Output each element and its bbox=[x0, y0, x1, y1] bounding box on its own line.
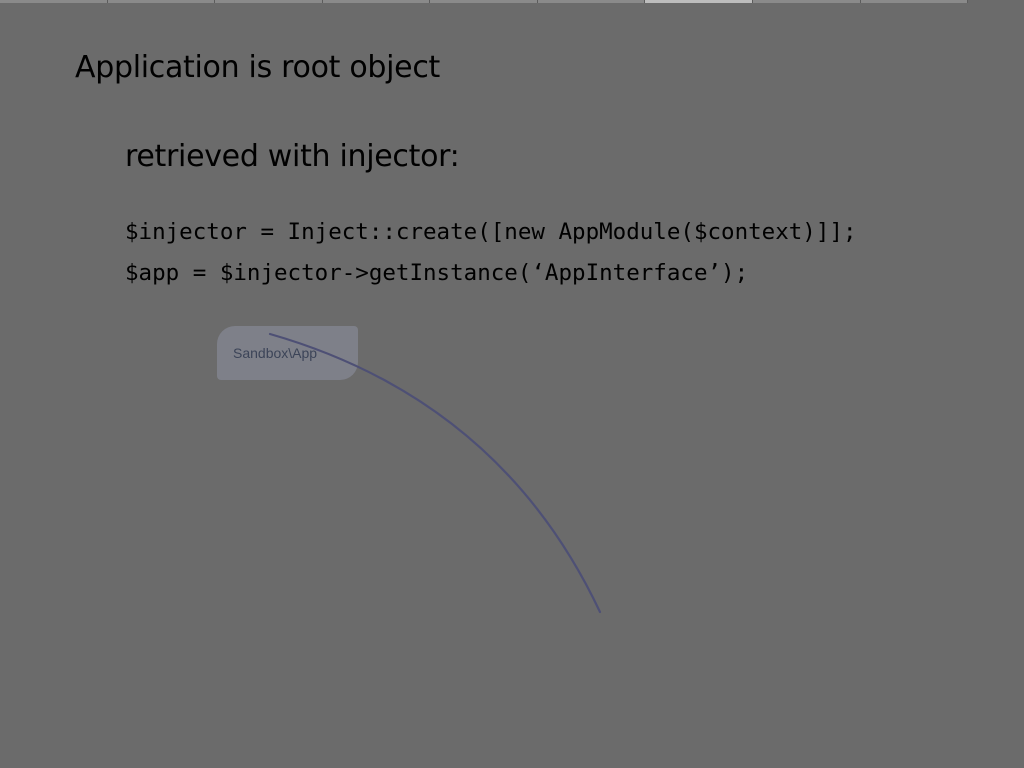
code-line-injector: $injector = Inject::create([new AppModul… bbox=[125, 219, 857, 245]
slide-tab[interactable] bbox=[752, 0, 861, 3]
slide-tab[interactable] bbox=[430, 0, 538, 3]
slide-tab[interactable] bbox=[107, 0, 216, 3]
slide-navigation-strip bbox=[0, 0, 969, 3]
slide-tab[interactable] bbox=[537, 0, 646, 3]
slide-tab[interactable] bbox=[215, 0, 323, 3]
slide-tab-active[interactable] bbox=[645, 0, 753, 3]
slide-tab[interactable] bbox=[322, 0, 431, 3]
slide-tab[interactable] bbox=[0, 0, 108, 3]
slide-subtitle: retrieved with injector: bbox=[125, 139, 460, 174]
diagram-node-label: Sandbox\App bbox=[233, 345, 318, 361]
slide-tab[interactable] bbox=[860, 0, 969, 3]
slide-title: Application is root object bbox=[75, 50, 440, 85]
code-line-app: $app = $injector->getInstance(‘AppInterf… bbox=[125, 260, 749, 286]
